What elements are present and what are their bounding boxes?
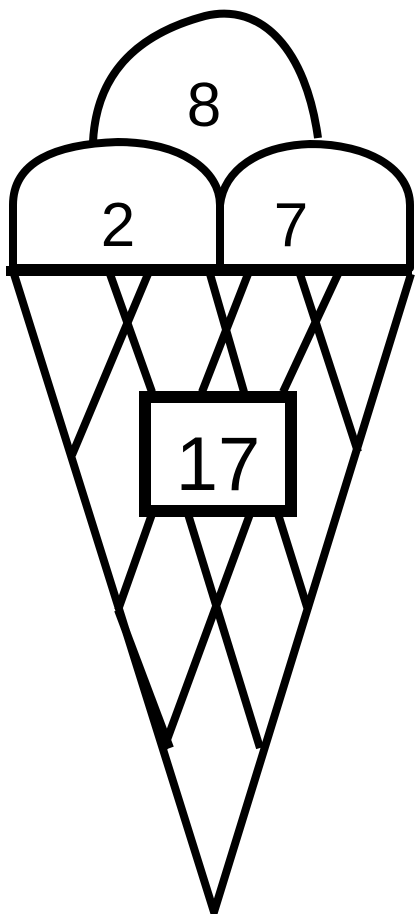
- right-scoop: 7: [220, 144, 410, 268]
- top-scoop: 8: [93, 14, 318, 142]
- waffle-line: [278, 514, 308, 610]
- waffle-line: [118, 514, 152, 610]
- left-scoop-number: 2: [101, 191, 135, 260]
- top-scoop-number: 8: [187, 71, 221, 140]
- waffle-line: [110, 274, 152, 392]
- total-box-number: 17: [176, 422, 261, 507]
- right-scoop-outline: [220, 144, 410, 268]
- waffle-line: [72, 274, 148, 455]
- left-scoop: 2: [13, 142, 220, 268]
- waffle-line: [164, 514, 250, 748]
- right-scoop-number: 7: [274, 191, 308, 260]
- waffle-line: [188, 514, 260, 748]
- waffle-line: [118, 610, 170, 748]
- total-box: 17: [145, 397, 291, 511]
